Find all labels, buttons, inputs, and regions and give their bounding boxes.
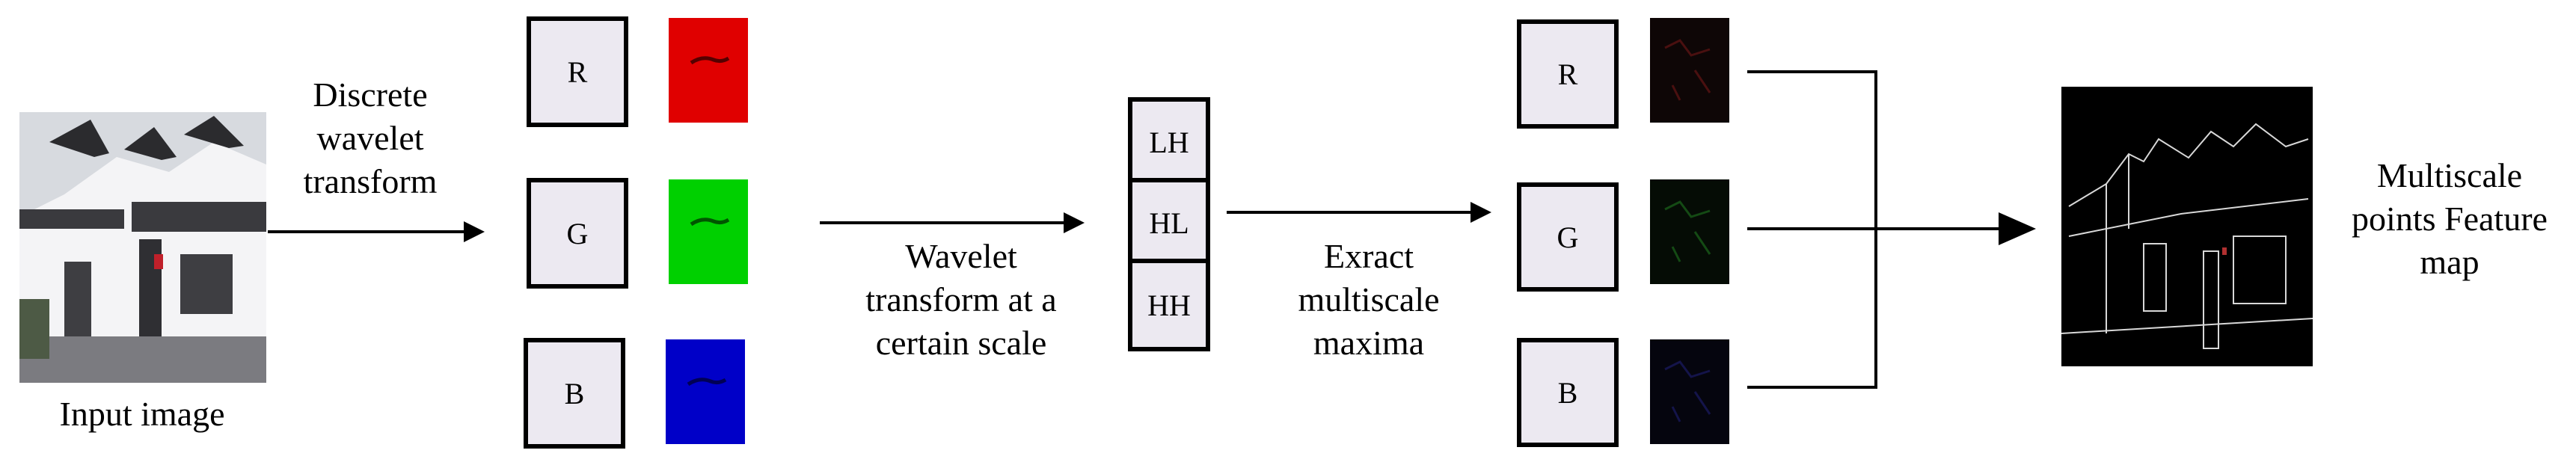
feature-map-label-line: points Feature bbox=[2352, 200, 2548, 238]
dwt-label-line: wavelet bbox=[316, 119, 424, 157]
extract-maxima-label: Exract multiscale maxima bbox=[1257, 235, 1481, 365]
blue-maxima-texture bbox=[1664, 360, 1711, 422]
band-hh-box: HH bbox=[1128, 259, 1210, 351]
wavelet-scale-label-line: Wavelet bbox=[905, 237, 1017, 275]
wavelet-scale-label-line: certain scale bbox=[875, 324, 1047, 362]
red-maxima-image bbox=[1650, 18, 1729, 123]
blue-channel-image bbox=[666, 339, 745, 444]
feature-map-edges bbox=[2061, 123, 2313, 349]
blue-channel-texture bbox=[687, 378, 727, 387]
maxima-g-box: G bbox=[1517, 182, 1619, 292]
green-channel-image bbox=[669, 179, 748, 284]
arrow-bands-to-maxima bbox=[1227, 202, 1491, 223]
red-channel-texture bbox=[690, 56, 730, 65]
channel-r-box: R bbox=[527, 16, 628, 127]
arrow-input-to-rgb bbox=[268, 221, 485, 242]
red-maxima-texture bbox=[1664, 39, 1711, 101]
dwt-label: Discrete wavelet transform bbox=[269, 73, 471, 203]
green-channel-texture bbox=[690, 218, 730, 227]
input-image bbox=[19, 112, 266, 383]
channel-b-box: B bbox=[524, 338, 625, 449]
maxima-b-box: B bbox=[1517, 338, 1619, 447]
wavelet-scale-label-line: transform at a bbox=[865, 280, 1057, 318]
green-maxima-texture bbox=[1664, 200, 1711, 262]
maxima-r-box: R bbox=[1517, 19, 1619, 129]
arrow-rgb-to-bands bbox=[820, 212, 1085, 233]
band-hl-box: HL bbox=[1128, 178, 1210, 268]
extract-maxima-label-line: Exract bbox=[1323, 237, 1414, 275]
green-maxima-image bbox=[1650, 179, 1729, 284]
arrow-to-feature-map bbox=[1876, 212, 2036, 245]
input-image-caption: Input image bbox=[59, 395, 225, 433]
dwt-label-line: transform bbox=[303, 162, 438, 200]
merge-connector bbox=[1747, 70, 1877, 389]
feature-map-label-line: map bbox=[2420, 243, 2480, 281]
extract-maxima-label-line: multiscale bbox=[1298, 280, 1440, 318]
extract-maxima-label-line: maxima bbox=[1313, 324, 1425, 362]
blue-maxima-image bbox=[1650, 339, 1729, 444]
wavelet-scale-label: Wavelet transform at a certain scale bbox=[838, 235, 1085, 365]
input-image-graphic bbox=[19, 112, 266, 383]
red-channel-image bbox=[669, 18, 748, 123]
channel-g-box: G bbox=[527, 178, 628, 289]
feature-map-label: Multiscale points Feature map bbox=[2326, 154, 2573, 284]
feature-map-image bbox=[2061, 87, 2313, 366]
dwt-label-line: Discrete bbox=[313, 76, 428, 114]
band-lh-box: LH bbox=[1128, 97, 1210, 187]
feature-map-label-line: Multiscale bbox=[2376, 156, 2523, 194]
